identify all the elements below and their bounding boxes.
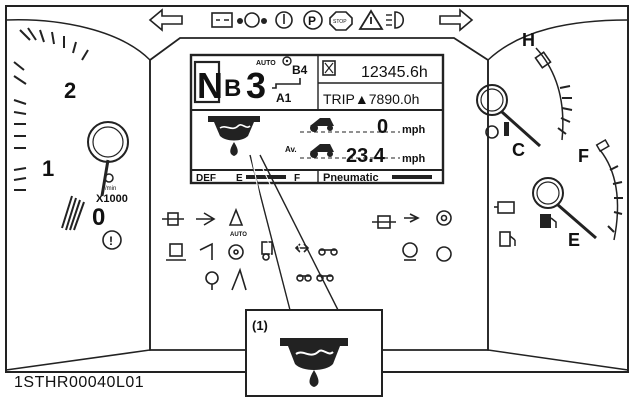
tach-subunit: r/min	[103, 186, 116, 192]
auto-label: AUTO	[256, 60, 276, 67]
pneumatic-bar	[392, 175, 432, 179]
fuel-f-label: F	[578, 146, 589, 166]
pto-p-icon	[404, 213, 420, 223]
tach-lamp-icon	[104, 173, 114, 183]
fan-icon	[436, 210, 452, 226]
svg-text:P: P	[308, 14, 316, 28]
tach-unit: X1000	[96, 193, 128, 205]
engine-small-icon	[205, 271, 219, 290]
hourglass-icon	[436, 246, 452, 262]
hourmeter-icon	[322, 60, 336, 76]
speed-unit: mph	[402, 124, 426, 136]
fuel-pump-small-icon	[499, 231, 516, 247]
b4-label: B4	[292, 63, 308, 77]
svg-text:STOP: STOP	[333, 19, 347, 25]
battery-icon	[211, 12, 233, 28]
auto-steer-icon	[228, 207, 244, 226]
oil-temp-icon	[402, 242, 418, 261]
brake-warning-icon: !	[102, 230, 122, 250]
hourmeter-value: 12345.6h	[361, 64, 428, 81]
figure-caption: 1STHR00040L01	[14, 374, 145, 391]
temperature-gauge: H C	[476, 30, 573, 160]
stop-icon: STOP	[329, 11, 353, 31]
trip-value: TRIP▲7890.0h	[323, 91, 419, 107]
speed-value: 0	[377, 116, 388, 138]
callout-leader	[249, 154, 339, 316]
pto-icon	[196, 212, 216, 226]
indicator-grid	[162, 207, 452, 291]
engine-check-icon	[494, 201, 515, 214]
small-tractor-icon-2	[316, 274, 334, 282]
fuel-e-label: E	[568, 230, 580, 250]
oil-pressure-icon	[237, 12, 267, 28]
gear-settings-icon	[228, 244, 244, 260]
tractor-avg-icon	[310, 144, 334, 158]
def-e-label: E	[236, 173, 243, 184]
gear-n: N	[197, 65, 223, 106]
avg-speed-value: 23.4	[346, 145, 386, 167]
warning-triangle-icon	[358, 9, 384, 30]
coolant-temp-icon	[504, 122, 509, 136]
fuel-pump-icon	[540, 214, 557, 228]
tractor-small-icon	[261, 241, 273, 261]
a1-label: A1	[276, 91, 292, 105]
tach-digit-1: 1	[42, 156, 54, 181]
def-label: DEF	[196, 173, 216, 184]
avg-speed-unit: mph	[402, 153, 426, 165]
gear-number: 3	[246, 65, 266, 106]
right-gauges: H C F E	[476, 19, 629, 371]
callout-number: (1)	[252, 318, 268, 333]
small-tractor-icon-1	[296, 274, 312, 282]
gear-n-box	[193, 60, 221, 104]
callout-box: (1)	[245, 309, 383, 397]
lcd-display: N B 3 AUTO B4 A1 12345.6h TRIP▲7890.0h	[189, 53, 445, 185]
temp-h-label: H	[522, 30, 535, 50]
left-arrow-icon	[148, 8, 183, 32]
pneumatic-label: Pneumatic	[323, 172, 379, 184]
headlight-icon	[386, 11, 405, 29]
fuel-gauge: F E	[532, 139, 623, 250]
implement-icon	[199, 242, 213, 260]
auto-gear-icon	[282, 56, 292, 66]
def-level-icon-large	[280, 338, 348, 387]
tach-digit-2: 2	[64, 78, 76, 103]
tachometer: 2 1 0 X1000 r/min !	[5, 19, 151, 371]
tractor-speed-icon	[310, 118, 334, 132]
def-level-bar	[246, 175, 286, 179]
fuel-needle-hub	[532, 177, 564, 209]
def-f-label: F	[294, 173, 300, 184]
temp-c-label: C	[512, 140, 525, 160]
tach-needle-hub	[87, 121, 129, 163]
diff-lock-icon	[162, 212, 184, 226]
coolant-level-icon	[485, 125, 499, 139]
auto-small-label: AUTO	[230, 232, 247, 238]
hydraulic-icon	[372, 215, 396, 229]
lever-icon	[231, 267, 247, 291]
warning-icon-row: P STOP	[148, 8, 474, 32]
right-arrow-icon	[439, 8, 474, 32]
svg-text:!: !	[109, 234, 113, 248]
avg-label: Av.	[285, 145, 297, 154]
parking-brake-icon: P	[303, 10, 323, 30]
tach-digit-0: 0	[92, 204, 105, 231]
gear-b: B	[224, 75, 241, 102]
glow-plug-icon	[275, 11, 293, 29]
temp-needle-hub	[476, 84, 508, 116]
tractor-axle-icon	[318, 248, 338, 256]
hitch-icon	[166, 243, 186, 261]
def-level-icon	[208, 116, 260, 156]
